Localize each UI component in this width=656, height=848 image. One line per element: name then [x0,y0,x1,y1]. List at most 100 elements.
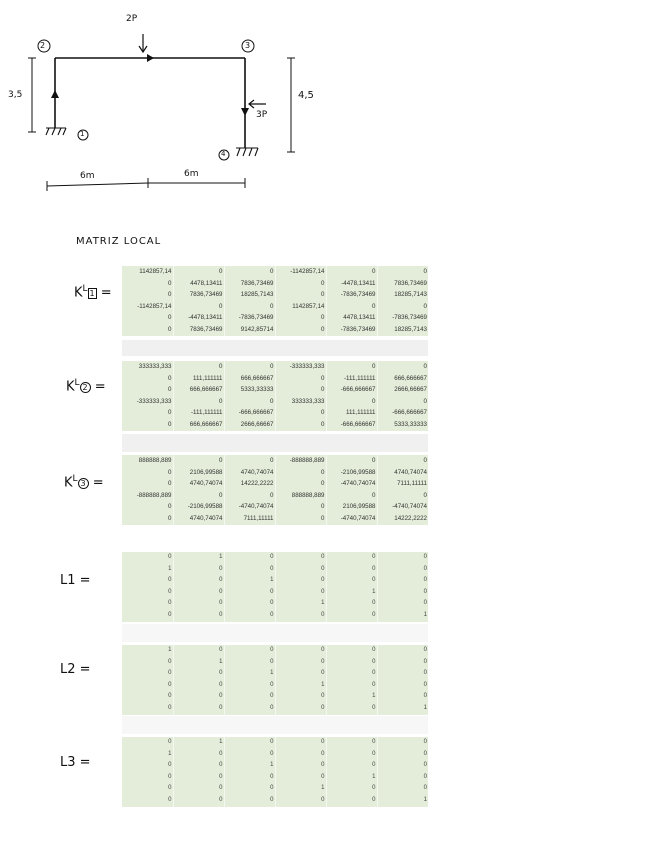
matrix-cell: 0 [275,771,327,784]
matrix-cell: 1 [326,771,378,784]
matrix-cell: 0 [275,609,327,622]
matrix-cell: 0 [275,794,327,807]
matrix-cell: 0 [122,512,174,525]
matrix-cell: -666,666667 [326,384,378,396]
matrix-cell: 888888,889 [275,489,327,502]
matrix-cell: 666,666667 [394,374,427,382]
matrix-cell: 0 [173,771,225,784]
node-circle-1 [77,129,89,141]
matrix-cell: 5333,33333 [394,420,427,428]
matrix-cell: 0 [326,783,378,795]
matrix-cell: 0 [224,361,276,373]
matrix-cell: 111,111111 [326,407,378,419]
spreadsheet-gap-1 [122,340,428,356]
matrix-cell: 0 [122,575,174,587]
left-column-direction-arrow [51,90,59,98]
matrix-cell: 4740,74074 [173,478,225,490]
matrix-cell: 0 [224,771,276,784]
matrix-cell: 2666,66667 [224,418,276,431]
matrix-cell: 0 [122,384,174,396]
matrix-cell: 0 [275,760,327,772]
matrix-cell: 0 [275,748,327,761]
matrix-cell: 0 [122,478,174,490]
matrix-cell: 0 [173,489,225,502]
l3-label: L3 = [60,755,91,770]
matrix-cell: 0 [224,679,276,692]
k3-subscript: 3 [77,478,89,490]
matrix-cell: 0 [326,609,378,622]
matrix-cell: -4740,74074 [326,478,378,490]
matrix-cell: 0 [326,737,378,749]
matrix-cell: 4740,74074 [394,468,427,476]
k3-equals: = [92,475,104,491]
matrix-cell: 0 [275,418,327,431]
matrix-cell: -4740,74074 [224,501,276,513]
load-3p-label: 3P [256,110,268,120]
matrix-cell: 0 [275,312,327,324]
matrix-cell: 0 [122,372,174,385]
matrix-cell: 0 [423,750,427,757]
matrix-cell: -4740,74074 [326,512,378,525]
matrix-cell: 1 [122,748,174,761]
matrix-cell: 0 [275,563,327,576]
matrix-cell: 0 [275,702,327,715]
matrix-cell: 0 [326,656,378,669]
matrix-cell: 0 [275,407,327,419]
node-circle-4 [218,149,230,161]
matrix-cell: 1 [275,598,327,610]
matrix-cell: 1142857,14 [122,266,174,278]
matrix-cell: -666,666667 [326,418,378,431]
matrix-cell: 1 [423,704,427,711]
matrix-cell: -333333,333 [122,395,174,408]
matrix-cell: 0 [122,737,174,749]
matrix-cell: 0 [122,407,174,419]
k2-subscript: 2 [79,382,91,394]
matrix-cell: 0 [275,586,327,599]
node-label-3: 3 [245,41,251,50]
k3-superscript: L [72,474,78,484]
matrix-cell: 0 [423,647,427,653]
node-label-2: 2 [40,41,46,50]
matrix-cell: 0 [224,266,276,278]
matrix-cell: 0 [275,575,327,587]
matrix-cell: 0 [122,277,174,290]
matrix-cell: 7111,11111 [397,480,427,488]
matrix-cell: 0 [423,681,427,688]
matrix-cell: 0 [122,760,174,772]
matrix-cell: 0 [224,552,276,564]
node-label-1: 1 [80,130,85,138]
matrix-cell: 333333,333 [275,395,327,408]
matrix-cell: 1 [275,679,327,692]
matrix-cell: 0 [173,598,225,610]
matrix-cell: 0 [423,302,427,310]
matrix-cell: 0 [173,455,225,467]
matrix-cell: 1 [173,656,225,669]
matrix-cell: 0 [275,289,327,301]
matrix-cell: 0 [423,785,427,792]
matrix-cell: 7836,73469 [173,289,225,301]
matrix-cell: 0 [326,563,378,576]
beam-direction-arrow [147,54,154,62]
matrix-cell: 0 [224,702,276,715]
matrix-cell: 4740,74074 [224,466,276,479]
k3-symbol: K [64,475,73,491]
